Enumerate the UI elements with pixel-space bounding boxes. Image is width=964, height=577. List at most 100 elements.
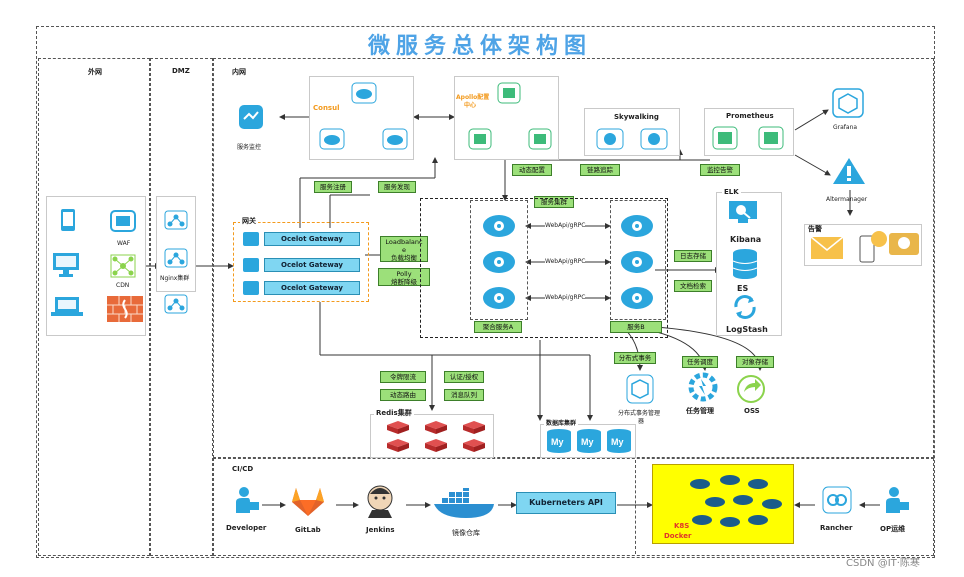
prometheus-title: Prometheus — [726, 112, 774, 120]
tag-agg-a: 聚合服务A — [474, 321, 522, 333]
grafana-label: Grafana — [833, 124, 858, 131]
redis-icon-4 — [386, 438, 410, 458]
page-title: 微服务总体架构图 — [367, 34, 592, 59]
gateway-item-1: Ocelot Gateway — [264, 232, 360, 246]
rancher-label: Rancher — [820, 524, 853, 532]
tag-monitor-alert: 监控告警 — [700, 164, 740, 176]
mail-icon — [810, 236, 844, 264]
mysql-icon-3: My — [606, 428, 632, 458]
webapi-label-3: WebApi/gRPC — [545, 294, 586, 301]
elk-title: ELK — [722, 188, 741, 196]
zone-external-label: 外网 — [88, 68, 102, 76]
service-b-gear-2 — [620, 248, 654, 278]
tag-task-schedule: 任务调度 — [682, 356, 718, 368]
apollo-title-2: 中心 — [464, 102, 477, 109]
tag-dynamic-route: 动态路由 — [380, 389, 426, 401]
tx-manager-label-2: 器 — [638, 418, 645, 425]
gateway-item-3: Ocelot Gateway — [264, 281, 360, 295]
svg-text:My: My — [581, 437, 594, 447]
webapi-label-2: WebApi/gRPC — [545, 258, 586, 265]
tag-polly-line2: 熔断降级 — [391, 278, 417, 286]
service-cluster-box — [420, 198, 668, 338]
es-icon — [732, 248, 758, 284]
gateway-icon-3 — [243, 281, 259, 295]
alertmanager-label: Altermanager — [826, 196, 868, 203]
gitlab-icon — [290, 484, 326, 522]
alert-title: 告警 — [808, 225, 822, 233]
jenkins-label: Jenkins — [366, 526, 395, 534]
laptop-icon — [50, 296, 84, 322]
tag-mq: 消息队列 — [444, 389, 484, 401]
tag-auth: 认证/授权 — [444, 371, 484, 383]
service-b-gear-3 — [620, 284, 654, 314]
apollo-node-top — [497, 82, 521, 108]
zone-k8s-sep — [635, 460, 636, 554]
service-b-gear-1 — [620, 212, 654, 242]
mysql-icon-1: My — [546, 428, 572, 458]
service-a-gear-3 — [482, 284, 516, 314]
gateway-box — [233, 222, 369, 302]
prometheus-icon-1 — [712, 126, 738, 154]
waf-icon — [110, 210, 136, 236]
ops-icon — [884, 486, 910, 518]
mobile-icon — [60, 208, 76, 236]
watermark: CSDN @IT·陈寒 — [846, 558, 920, 569]
nginx-icon-2 — [164, 248, 188, 272]
svg-text:My: My — [611, 437, 624, 447]
monitor-icon — [52, 252, 80, 282]
kibana-label: Kibana — [730, 235, 762, 244]
skywalking-title: Skywalking — [614, 113, 659, 121]
tag-polly-line1: Polly — [396, 270, 412, 278]
prometheus-icon-2 — [758, 126, 784, 154]
redis-icon-6 — [462, 438, 486, 458]
zone-cicd-label: CI/CD — [232, 465, 254, 473]
redis-icon-2 — [424, 420, 448, 440]
skywalking-icon-2 — [640, 128, 668, 154]
svg-text:My: My — [551, 437, 564, 447]
tag-log-store: 日志存储 — [674, 250, 712, 262]
tx-manager-icon — [626, 374, 654, 408]
consul-node-left — [319, 128, 345, 154]
waf-label: WAF — [117, 240, 131, 247]
apollo-node-left — [468, 128, 492, 154]
nginx-icon-1 — [164, 210, 188, 234]
zone-internal-label: 内网 — [232, 68, 246, 76]
ops-label: OP运维 — [880, 525, 906, 533]
service-b-box — [610, 200, 666, 320]
gateway-title: 网关 — [240, 216, 258, 226]
wechat-icon — [888, 232, 920, 260]
tag-agg-b: 服务B — [610, 321, 662, 333]
docker-registry-icon — [432, 486, 498, 524]
oss-icon — [736, 374, 766, 408]
rancher-icon — [822, 486, 852, 518]
mysql-icon-2: My — [576, 428, 602, 458]
tag-loadbalance-line3: 负载均衡 — [391, 254, 417, 262]
service-monitor-icon — [238, 104, 264, 134]
redis-icon-3 — [462, 420, 486, 440]
consul-node-right — [382, 128, 408, 154]
tag-polly: Polly 熔断降级 — [378, 268, 430, 286]
k8s-containers-icon — [680, 470, 790, 544]
tag-trace: 链路追踪 — [580, 164, 620, 176]
zone-cicd — [213, 458, 934, 556]
tx-manager-label-1: 分布式事务管理 — [618, 410, 661, 417]
consul-node-top — [351, 82, 377, 108]
cdn-icon — [110, 254, 136, 282]
service-a-box — [470, 200, 528, 320]
registry-label: 镜像仓库 — [452, 529, 480, 537]
k8s-label-2: Docker — [664, 532, 692, 540]
webapi-label-1: WebApi/gRPC — [545, 222, 586, 229]
tag-loadbalance-line1: Loadbalanc — [385, 238, 423, 246]
tag-service-cluster: 服务集群 — [534, 196, 574, 208]
tag-dynamic-config: 动态配置 — [512, 164, 552, 176]
task-manager-label: 任务管理 — [686, 407, 714, 415]
dmz-box — [156, 196, 196, 292]
consul-title: Consul — [313, 104, 340, 112]
service-a-gear-1 — [482, 212, 516, 242]
firewall-icon — [107, 296, 143, 326]
redis-icon-5 — [424, 438, 448, 458]
tag-distributed-tx: 分布式事务 — [614, 352, 656, 364]
gateway-item-2: Ocelot Gateway — [264, 258, 360, 272]
zone-dmz-label: DMZ — [172, 67, 190, 75]
tag-loadbalance-line2: e — [402, 246, 406, 254]
